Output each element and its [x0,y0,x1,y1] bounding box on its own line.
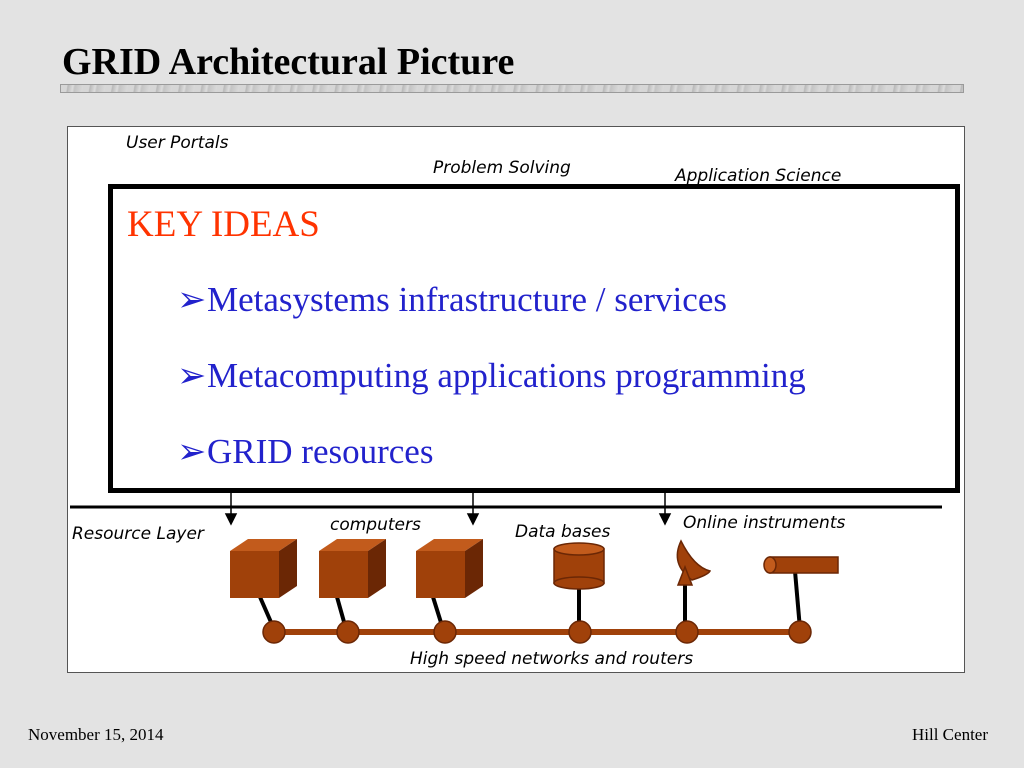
bullet-arrow-icon: ➢ [177,432,207,471]
title-rule [60,84,964,93]
footer-location: Hill Center [911,725,988,744]
label-networks: High speed networks and routers [410,649,694,669]
label-application-science: Application Science [675,166,842,186]
label-data-bases: Data bases [515,522,611,542]
arrow-to-computer-3 [466,493,480,526]
key-idea-text: Metacomputing applications programming [207,356,806,395]
key-ideas-title: KEY IDEAS [127,204,320,245]
label-resource-layer: Resource Layer [72,524,204,544]
network-node [675,620,699,644]
key-idea-item: ➢Metacomputing applications programming [177,356,806,396]
key-idea-item: ➢Metasystems infrastructure / services [177,280,727,320]
instrument-icon [763,556,839,574]
diagram-graphics [70,493,942,644]
slide-title: GRID Architectural Picture [62,41,515,83]
network-node [336,620,360,644]
label-computers: computers [330,515,421,535]
stalk-instrument [793,570,802,630]
key-idea-text: GRID resources [207,432,434,471]
arrow-to-computer-1 [224,493,238,526]
computer-icon [230,539,297,598]
satellite-dish-icon [676,539,712,586]
bullet-arrow-icon: ➢ [177,356,207,395]
key-idea-text: Metasystems infrastructure / services [207,280,727,319]
key-ideas-box: KEY IDEAS ➢Metasystems infrastructure / … [108,184,960,493]
computer-icon [319,539,386,598]
bullet-arrow-icon: ➢ [177,280,207,319]
network-node [262,620,286,644]
database-icon [553,542,605,590]
computer-icon [416,539,483,598]
label-online-instruments: Online instruments [683,513,846,533]
label-user-portals: User Portals [126,133,229,153]
footer-date: November 15, 2014 [28,725,164,744]
network-node [788,620,812,644]
key-idea-item: ➢GRID resources [177,432,433,472]
network-node [568,620,592,644]
label-problem-solving: Problem Solving [433,158,571,178]
arrow-to-instruments [658,493,672,526]
network-node [433,620,457,644]
